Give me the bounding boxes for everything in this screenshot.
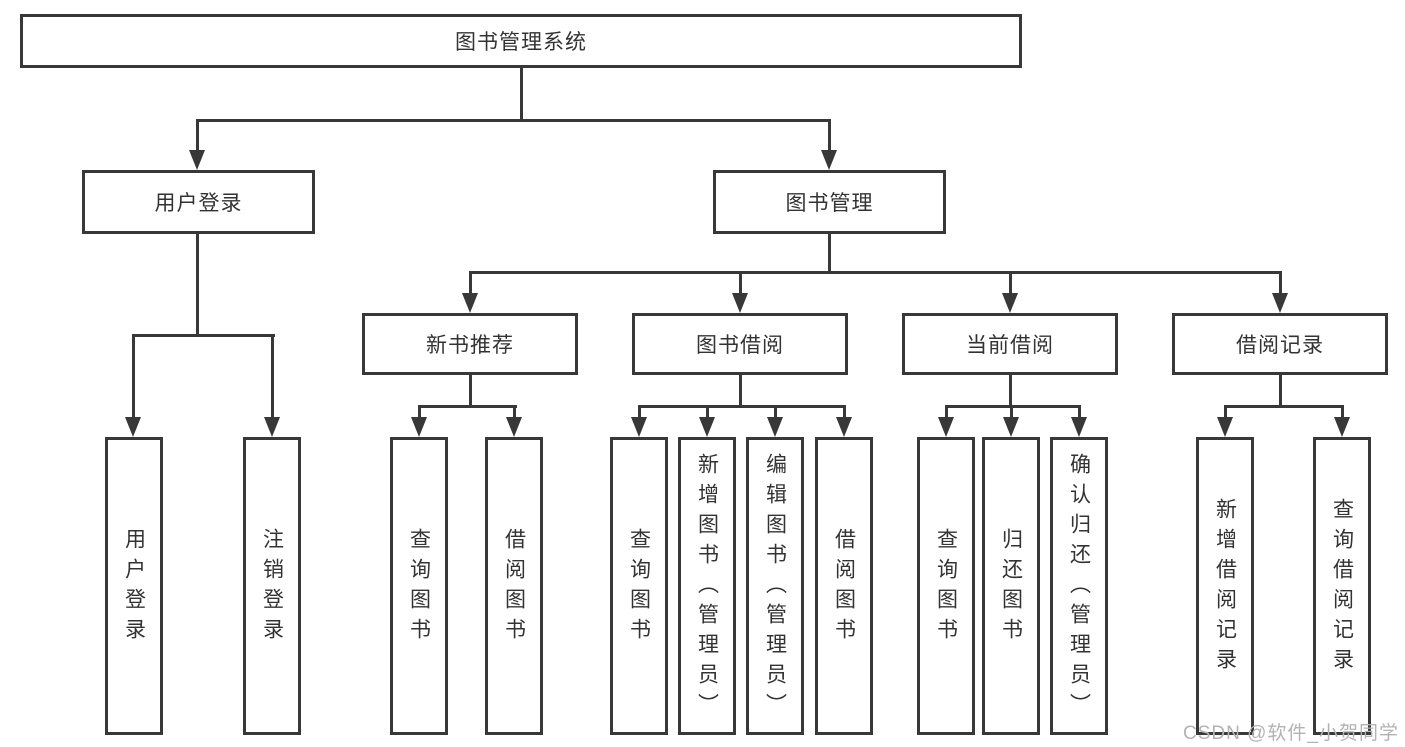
arrowhead-down	[1071, 417, 1087, 437]
connector-line	[828, 234, 831, 274]
connector-line	[469, 271, 1282, 274]
arrowhead-down	[631, 417, 647, 437]
arrowhead-down	[506, 417, 522, 437]
connector-line	[1224, 405, 1227, 419]
arrowhead-down	[732, 293, 748, 313]
connector-line	[1224, 405, 1344, 408]
node-current-borrowing: 当前借阅	[902, 313, 1118, 375]
leaf-query-books-recommend: 查询图书	[390, 437, 448, 735]
leaf-query-books-borrowing: 查询图书	[610, 437, 668, 735]
arrowhead-down	[1217, 417, 1233, 437]
connector-line	[843, 405, 846, 419]
connector-line	[1341, 405, 1344, 419]
leaf-confirm-return-admin: 确认归还（管理员）	[1050, 437, 1108, 735]
arrowhead-down	[699, 417, 715, 437]
leaf-query-books-current: 查询图书	[917, 437, 975, 735]
leaf-logout: 注销登录	[243, 437, 301, 735]
arrowhead-down	[462, 293, 478, 313]
arrowhead-down	[836, 417, 852, 437]
connector-line	[1078, 405, 1081, 419]
connector-line	[418, 405, 421, 419]
node-book-management-system: 图书管理系统	[20, 14, 1022, 68]
arrowhead-down	[125, 417, 141, 437]
connector-line	[739, 375, 742, 408]
connector-line	[1279, 375, 1282, 408]
connector-line	[706, 405, 709, 419]
node-book-management: 图书管理	[713, 170, 946, 234]
connector-line	[1009, 271, 1012, 295]
connector-line	[469, 375, 472, 408]
connector-line	[828, 119, 831, 153]
arrowhead-down	[938, 417, 954, 437]
arrowhead-down	[411, 417, 427, 437]
node-book-borrowing: 图书借阅	[632, 313, 848, 375]
connector-line	[513, 405, 516, 419]
connector-line	[418, 405, 517, 408]
connector-line	[132, 334, 275, 337]
node-borrowing-records: 借阅记录	[1172, 313, 1388, 375]
leaf-query-borrow-record: 查询借阅记录	[1313, 437, 1371, 735]
connector-line	[638, 405, 641, 419]
connector-line	[638, 405, 846, 408]
leaf-return-book: 归还图书	[982, 437, 1040, 735]
arrowhead-down	[1002, 293, 1018, 313]
arrowhead-down	[1003, 417, 1019, 437]
connector-line	[739, 271, 742, 295]
arrowhead-down	[264, 417, 280, 437]
leaf-borrow-books: 借阅图书	[815, 437, 873, 735]
connector-line	[1009, 375, 1012, 408]
connector-line	[1010, 405, 1013, 419]
leaf-add-book-admin: 新增图书（管理员）	[678, 437, 736, 735]
arrowhead-down	[767, 417, 783, 437]
arrowhead-down	[189, 150, 205, 170]
arrowhead-down	[1272, 293, 1288, 313]
connector-line	[196, 234, 199, 337]
connector-line	[945, 405, 1081, 408]
connector-line	[945, 405, 948, 419]
node-new-book-recommendation: 新书推荐	[362, 313, 578, 375]
leaf-user-login: 用户登录	[105, 437, 163, 735]
connector-line	[196, 119, 199, 153]
node-user-login: 用户登录	[82, 170, 315, 234]
connector-line	[196, 119, 831, 122]
connector-line	[271, 334, 274, 417]
arrowhead-down	[821, 150, 837, 170]
connector-line	[469, 271, 472, 295]
csdn-watermark: CSDN @软件_小贺同学	[1183, 723, 1399, 744]
leaf-add-borrow-record: 新增借阅记录	[1196, 437, 1254, 735]
connector-line	[1279, 271, 1282, 295]
connector-line	[520, 68, 523, 120]
leaf-borrow-books-recommend: 借阅图书	[485, 437, 543, 735]
connector-line	[132, 334, 135, 417]
leaf-edit-book-admin: 编辑图书（管理员）	[746, 437, 804, 735]
connector-line	[774, 405, 777, 419]
arrowhead-down	[1334, 417, 1350, 437]
